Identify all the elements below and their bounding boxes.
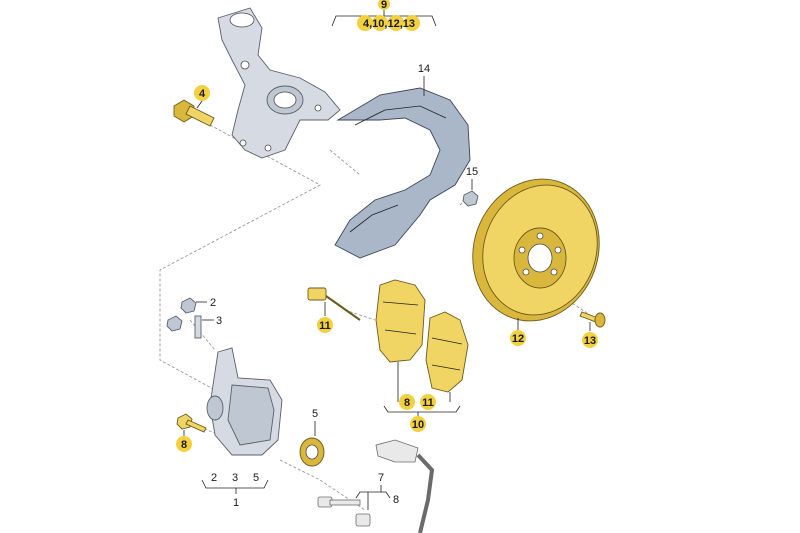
- bleed-valve-3: [166, 315, 202, 339]
- callout-14: 14: [418, 63, 430, 96]
- brake-disc-12: [472, 178, 600, 322]
- bolt-8: [176, 413, 207, 433]
- label-12: 12: [512, 333, 524, 345]
- callout-13: 13: [582, 322, 598, 348]
- callout-5: 5: [312, 408, 318, 436]
- callout-7-8: 7 8: [355, 472, 399, 510]
- label-5: 5: [312, 408, 318, 420]
- label-13: 13: [584, 335, 596, 347]
- label-9: 9: [381, 0, 387, 11]
- brake-pad-8: [375, 279, 426, 363]
- label-3-group: 3: [232, 472, 238, 484]
- label-14: 14: [418, 63, 430, 75]
- callout-15: 15: [466, 166, 478, 190]
- wear-sensor-11: [307, 287, 361, 321]
- label-11-pad: 11: [422, 397, 434, 409]
- callout-2: 2: [196, 297, 216, 309]
- label-15: 15: [466, 166, 478, 178]
- callout-11-sensor: 11: [317, 302, 333, 333]
- splash-shield-14: [334, 87, 471, 259]
- label-8-pad: 8: [404, 397, 410, 409]
- label-11-sensor: 11: [319, 320, 331, 332]
- callout-12: 12: [510, 318, 526, 346]
- label-2-group: 2: [211, 472, 217, 484]
- steering-knuckle: [217, 7, 341, 159]
- guide-pin: [317, 496, 371, 527]
- brake-pad-11: [425, 311, 469, 393]
- label-8-bolt: 8: [181, 439, 187, 451]
- label-5-group: 5: [253, 472, 259, 484]
- callout-1: 2 3 5 1: [201, 472, 269, 509]
- bolt-4: [173, 99, 215, 127]
- callout-3: 3: [202, 315, 222, 327]
- callout-9: 9 4,10,12,13: [331, 0, 437, 31]
- brake-hose: [375, 439, 435, 533]
- label-1: 1: [233, 497, 239, 509]
- callout-4: 4: [194, 85, 210, 109]
- cap-5: [299, 437, 325, 467]
- callout-10: 8 11 10: [383, 362, 461, 432]
- label-4: 4: [199, 88, 206, 100]
- label-10: 10: [412, 419, 424, 431]
- bolt-15: [462, 190, 479, 207]
- screw-13: [579, 311, 606, 328]
- brake-caliper-1: [206, 347, 283, 456]
- label-8-group: 8: [393, 494, 399, 506]
- label-3: 3: [216, 315, 222, 327]
- callout-8-bolt: 8: [176, 430, 192, 452]
- label-9-group: 4,10,12,13: [363, 18, 415, 30]
- label-2: 2: [210, 297, 216, 309]
- label-7: 7: [378, 472, 384, 484]
- bolt-2: [180, 297, 197, 314]
